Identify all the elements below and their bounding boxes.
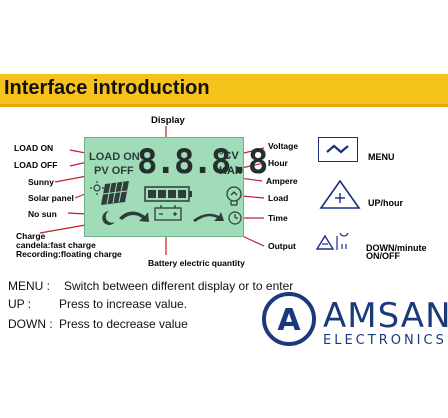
- output-label: Output: [268, 241, 296, 251]
- moon-icon: [102, 211, 115, 225]
- bulb-icon: [226, 186, 242, 206]
- lcd-unit-cv: °CV: [219, 150, 239, 162]
- menu-desc-key: MENU :: [8, 279, 50, 293]
- lcd-unit-kah: KAh: [219, 165, 242, 177]
- up-triangle-icon: [319, 179, 361, 209]
- brand-subtitle: ELECTRONICS: [323, 333, 447, 348]
- time-label: Time: [268, 213, 288, 223]
- lcd-display: LOAD ON PV OFF 8.8.8.8 °CV KAh: [84, 137, 268, 237]
- menu-desc-text: Switch between different display or to e…: [64, 279, 294, 293]
- battery-icon: [144, 186, 192, 202]
- menu-button[interactable]: [318, 137, 358, 162]
- down-desc-text: Press to decrease value: [59, 317, 188, 331]
- clock-icon: [228, 211, 242, 225]
- header-underline: [0, 104, 448, 107]
- ampere-label: Ampere: [266, 176, 298, 186]
- lcd-pv-off: PV OFF: [94, 165, 134, 177]
- lcd-load-on: LOAD ON: [89, 151, 140, 163]
- page-title: Interface introduction: [4, 77, 210, 99]
- voltage-label: Voltage: [268, 141, 299, 151]
- bulb-icon: [339, 233, 349, 249]
- battery-label: Battery electric quantity: [148, 258, 245, 268]
- battery-terminal-icon: [154, 205, 182, 221]
- sun-icon: [90, 181, 104, 195]
- load-off-label: LOAD OFF: [14, 160, 58, 170]
- menu-button-label: MENU: [368, 152, 395, 162]
- up-button-label: UP/hour: [368, 198, 403, 208]
- output-arrow-icon: [193, 212, 224, 222]
- up-desc-text: Press to increase value.: [59, 297, 188, 311]
- brand-logo-icon: A: [262, 292, 316, 346]
- load-label: Load: [268, 193, 289, 203]
- down-button-label: DOWN/minute: [366, 243, 427, 253]
- up-desc-key: UP :: [8, 297, 32, 311]
- charge-fast-label: candela:fast charge: [16, 240, 96, 250]
- charge-label: Charge: [16, 231, 46, 241]
- charge-float-label: Recording:floating charge: [16, 249, 122, 259]
- brand-name: AMSAN: [323, 296, 448, 336]
- load-on-label: LOAD ON: [14, 143, 54, 153]
- charge-arrow-icon: [119, 211, 149, 222]
- solar-panel-icon: [101, 181, 129, 205]
- sunny-label: Sunny: [28, 177, 54, 187]
- down-button[interactable]: [316, 233, 349, 250]
- display-label: Display: [151, 115, 185, 126]
- no-sun-label: No sun: [28, 209, 57, 219]
- up-button[interactable]: [319, 179, 361, 209]
- hour-label: Hour: [268, 158, 288, 168]
- solar-panel-label: Solar panel: [28, 193, 74, 203]
- svg-text:A: A: [277, 303, 301, 338]
- lcd-digits: 8.8.8.8: [137, 142, 268, 182]
- down-triangle-icon: [316, 234, 335, 250]
- down-desc-key: DOWN :: [8, 317, 53, 331]
- header-bar: Interface introduction: [0, 74, 448, 107]
- down-button-label-2: ON/OFF: [366, 251, 400, 261]
- menu-icon: [326, 144, 349, 154]
